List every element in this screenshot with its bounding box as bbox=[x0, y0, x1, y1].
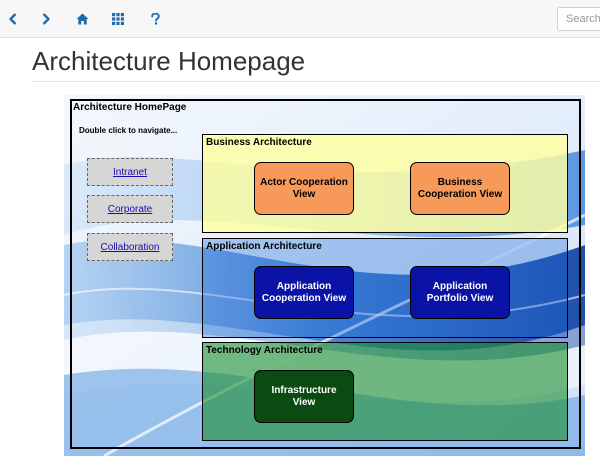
chevron-left-icon bbox=[9, 13, 17, 25]
technology-layer-label: Technology Architecture bbox=[206, 345, 323, 356]
page-title: Architecture Homepage bbox=[32, 46, 306, 76]
diagram-frame bbox=[70, 99, 581, 449]
application-portfolio-view[interactable]: Application Portfolio View bbox=[410, 266, 510, 319]
infrastructure-view[interactable]: Infrastructure View bbox=[254, 370, 354, 423]
back-button[interactable] bbox=[3, 9, 23, 29]
architecture-diagram: Architecture HomePage Double click to na… bbox=[64, 95, 585, 456]
chevron-right-icon bbox=[42, 13, 50, 25]
grid-icon bbox=[112, 13, 124, 25]
business-layer-label: Business Architecture bbox=[206, 137, 312, 148]
search-input[interactable] bbox=[557, 7, 600, 31]
toolbar bbox=[0, 0, 600, 38]
application-architecture-layer: Application Architecture Application Coo… bbox=[202, 238, 568, 338]
technology-architecture-layer: Technology Architecture Infrastructure V… bbox=[202, 342, 568, 441]
collaboration-link[interactable]: Collaboration bbox=[87, 233, 173, 261]
corporate-link[interactable]: Corporate bbox=[87, 195, 173, 223]
actor-cooperation-view[interactable]: Actor Cooperation View bbox=[254, 162, 354, 215]
forward-button[interactable] bbox=[36, 9, 56, 29]
home-icon bbox=[76, 13, 88, 25]
intranet-link[interactable]: Intranet bbox=[87, 158, 173, 186]
grid-button[interactable] bbox=[108, 9, 128, 29]
navigation-hint: Double click to navigate... bbox=[79, 126, 178, 135]
diagram-title: Architecture HomePage bbox=[73, 102, 187, 113]
home-button[interactable] bbox=[72, 9, 92, 29]
application-cooperation-view[interactable]: Application Cooperation View bbox=[254, 266, 354, 319]
help-button[interactable] bbox=[145, 9, 165, 29]
title-divider bbox=[32, 81, 600, 82]
business-architecture-layer: Business Architecture Actor Cooperation … bbox=[202, 134, 568, 233]
application-layer-label: Application Architecture bbox=[206, 241, 322, 252]
business-cooperation-view[interactable]: Business Cooperation View bbox=[410, 162, 510, 215]
question-icon bbox=[150, 13, 160, 25]
